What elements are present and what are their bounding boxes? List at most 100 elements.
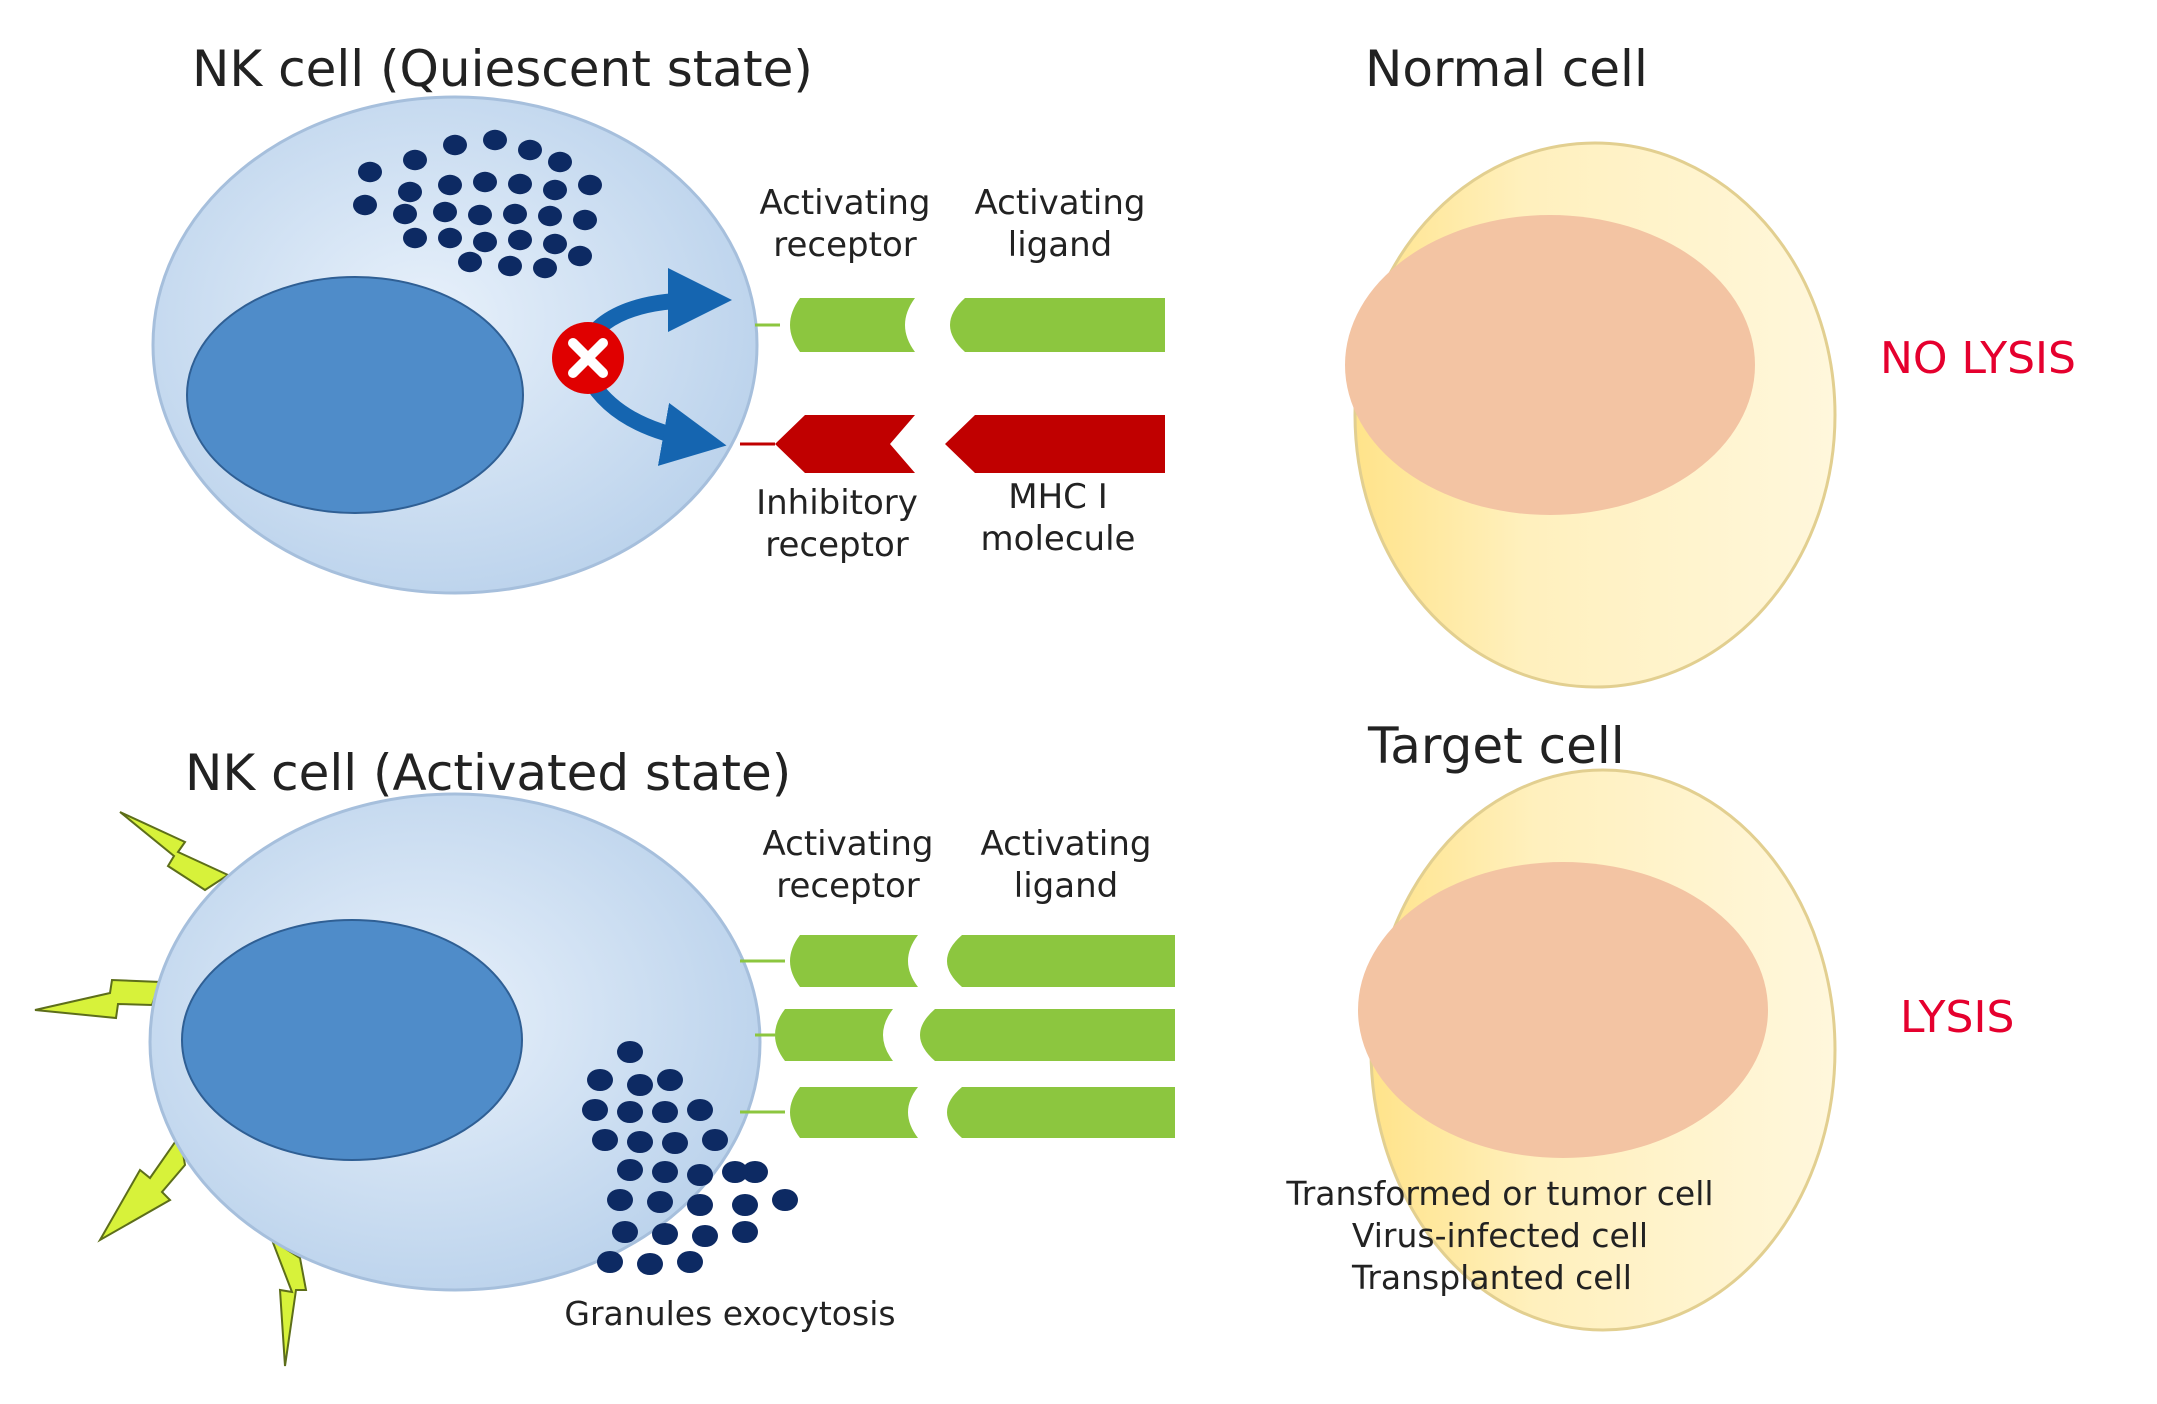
nk-quiescent-title: NK cell (Quiescent state) xyxy=(192,40,813,98)
activating-receptor-3 xyxy=(790,1087,918,1138)
quiescent-panel: NK cell (Quiescent state) Normal cell Ac… xyxy=(151,40,2076,689)
granule xyxy=(592,1128,618,1152)
granule xyxy=(617,1040,643,1064)
granule xyxy=(473,171,497,193)
granule xyxy=(578,174,602,196)
granule xyxy=(652,1160,678,1184)
mhc-label-2: molecule xyxy=(981,519,1136,559)
granule xyxy=(677,1250,703,1274)
granule xyxy=(627,1073,653,1097)
target-cell-title: Target cell xyxy=(1367,717,1625,775)
activating-receptor-2 xyxy=(775,1009,893,1061)
activated-panel: NK cell (Activated state) Target cell Gr… xyxy=(34,717,2014,1367)
granule xyxy=(438,227,462,249)
granule xyxy=(612,1220,638,1244)
granule xyxy=(662,1131,688,1155)
granule xyxy=(433,201,457,223)
activating-receptor-label-2: receptor xyxy=(773,225,916,265)
activating-ligand-label-1: Activating xyxy=(975,183,1146,223)
granule xyxy=(692,1224,718,1248)
granule xyxy=(652,1222,678,1246)
granule xyxy=(438,174,462,196)
granule xyxy=(568,245,592,267)
activating-ligand-label-2b: ligand xyxy=(1014,866,1118,906)
inhibitory-receptor-label-1: Inhibitory xyxy=(756,483,918,523)
granule xyxy=(393,203,417,225)
granule xyxy=(582,1098,608,1122)
activating-receptor-label-1b: Activating xyxy=(763,824,934,864)
nk-activated-title: NK cell (Activated state) xyxy=(185,744,791,802)
granule xyxy=(617,1158,643,1182)
nk-nucleus-quiescent xyxy=(186,276,524,514)
activating-receptor-label-1: Activating xyxy=(760,183,931,223)
activating-ligand-label-2: ligand xyxy=(1008,225,1112,265)
normal-cell-title: Normal cell xyxy=(1365,40,1648,98)
activating-ligand-1 xyxy=(947,935,1175,987)
granule xyxy=(732,1220,758,1244)
granule xyxy=(468,204,492,226)
granule xyxy=(518,139,542,161)
granule xyxy=(587,1068,613,1092)
granule xyxy=(508,173,532,195)
granule xyxy=(702,1128,728,1152)
granule xyxy=(543,179,567,201)
granule xyxy=(543,233,567,255)
granule xyxy=(403,227,427,249)
granule xyxy=(722,1160,748,1184)
blocked-x-icon xyxy=(552,322,624,394)
granule xyxy=(687,1163,713,1187)
target-type-1: Transformed or tumor cell xyxy=(1285,1174,1713,1213)
normal-cell-nucleus xyxy=(1345,215,1755,515)
granule xyxy=(647,1190,673,1214)
nk-nucleus-activated xyxy=(181,919,523,1161)
granule xyxy=(498,255,522,277)
target-type-3: Transplanted cell xyxy=(1351,1258,1632,1297)
granule xyxy=(458,251,482,273)
granule xyxy=(597,1250,623,1274)
granule xyxy=(473,231,497,253)
inhibitory-receptor-label-2: receptor xyxy=(765,525,908,565)
granule xyxy=(398,181,422,203)
granule xyxy=(533,257,557,279)
granule xyxy=(548,151,572,173)
granule xyxy=(627,1130,653,1154)
granule xyxy=(687,1193,713,1217)
lightning-bolt-icon xyxy=(34,811,308,1367)
granule xyxy=(687,1098,713,1122)
granule xyxy=(483,129,507,151)
granule xyxy=(732,1193,758,1217)
activating-receptor-1 xyxy=(790,935,918,987)
activating-pairs-activated xyxy=(740,935,1175,1138)
activating-ligand-2 xyxy=(920,1009,1175,1061)
activating-ligand-quiescent xyxy=(950,298,1165,352)
granule xyxy=(617,1100,643,1124)
granule xyxy=(607,1188,633,1212)
mhc-i-molecule xyxy=(945,415,1165,473)
granule xyxy=(657,1068,683,1092)
granule xyxy=(742,1160,768,1184)
outcome-no-lysis: NO LYSIS xyxy=(1880,333,2076,384)
granule xyxy=(443,134,467,156)
granule xyxy=(353,194,377,216)
granule xyxy=(358,161,382,183)
granule xyxy=(503,203,527,225)
target-cell-nucleus xyxy=(1358,862,1768,1158)
granule xyxy=(652,1100,678,1124)
inhibitory-receptor xyxy=(775,415,915,473)
activating-ligand-label-1b: Activating xyxy=(981,824,1152,864)
mhc-label-1: MHC I xyxy=(1008,477,1107,517)
granule xyxy=(403,149,427,171)
granules-exocytosis-label: Granules exocytosis xyxy=(564,1294,895,1333)
activating-receptor-quiescent xyxy=(790,298,915,352)
granules-quiescent xyxy=(353,129,602,279)
granule xyxy=(637,1252,663,1276)
activating-ligand-3 xyxy=(947,1087,1175,1138)
target-type-2: Virus-infected cell xyxy=(1352,1216,1648,1255)
granule xyxy=(772,1188,798,1212)
granule xyxy=(508,229,532,251)
granules-activated xyxy=(582,1040,798,1276)
activating-receptor-label-2b: receptor xyxy=(776,866,919,906)
outcome-lysis: LYSIS xyxy=(1900,992,2014,1043)
granule xyxy=(573,209,597,231)
